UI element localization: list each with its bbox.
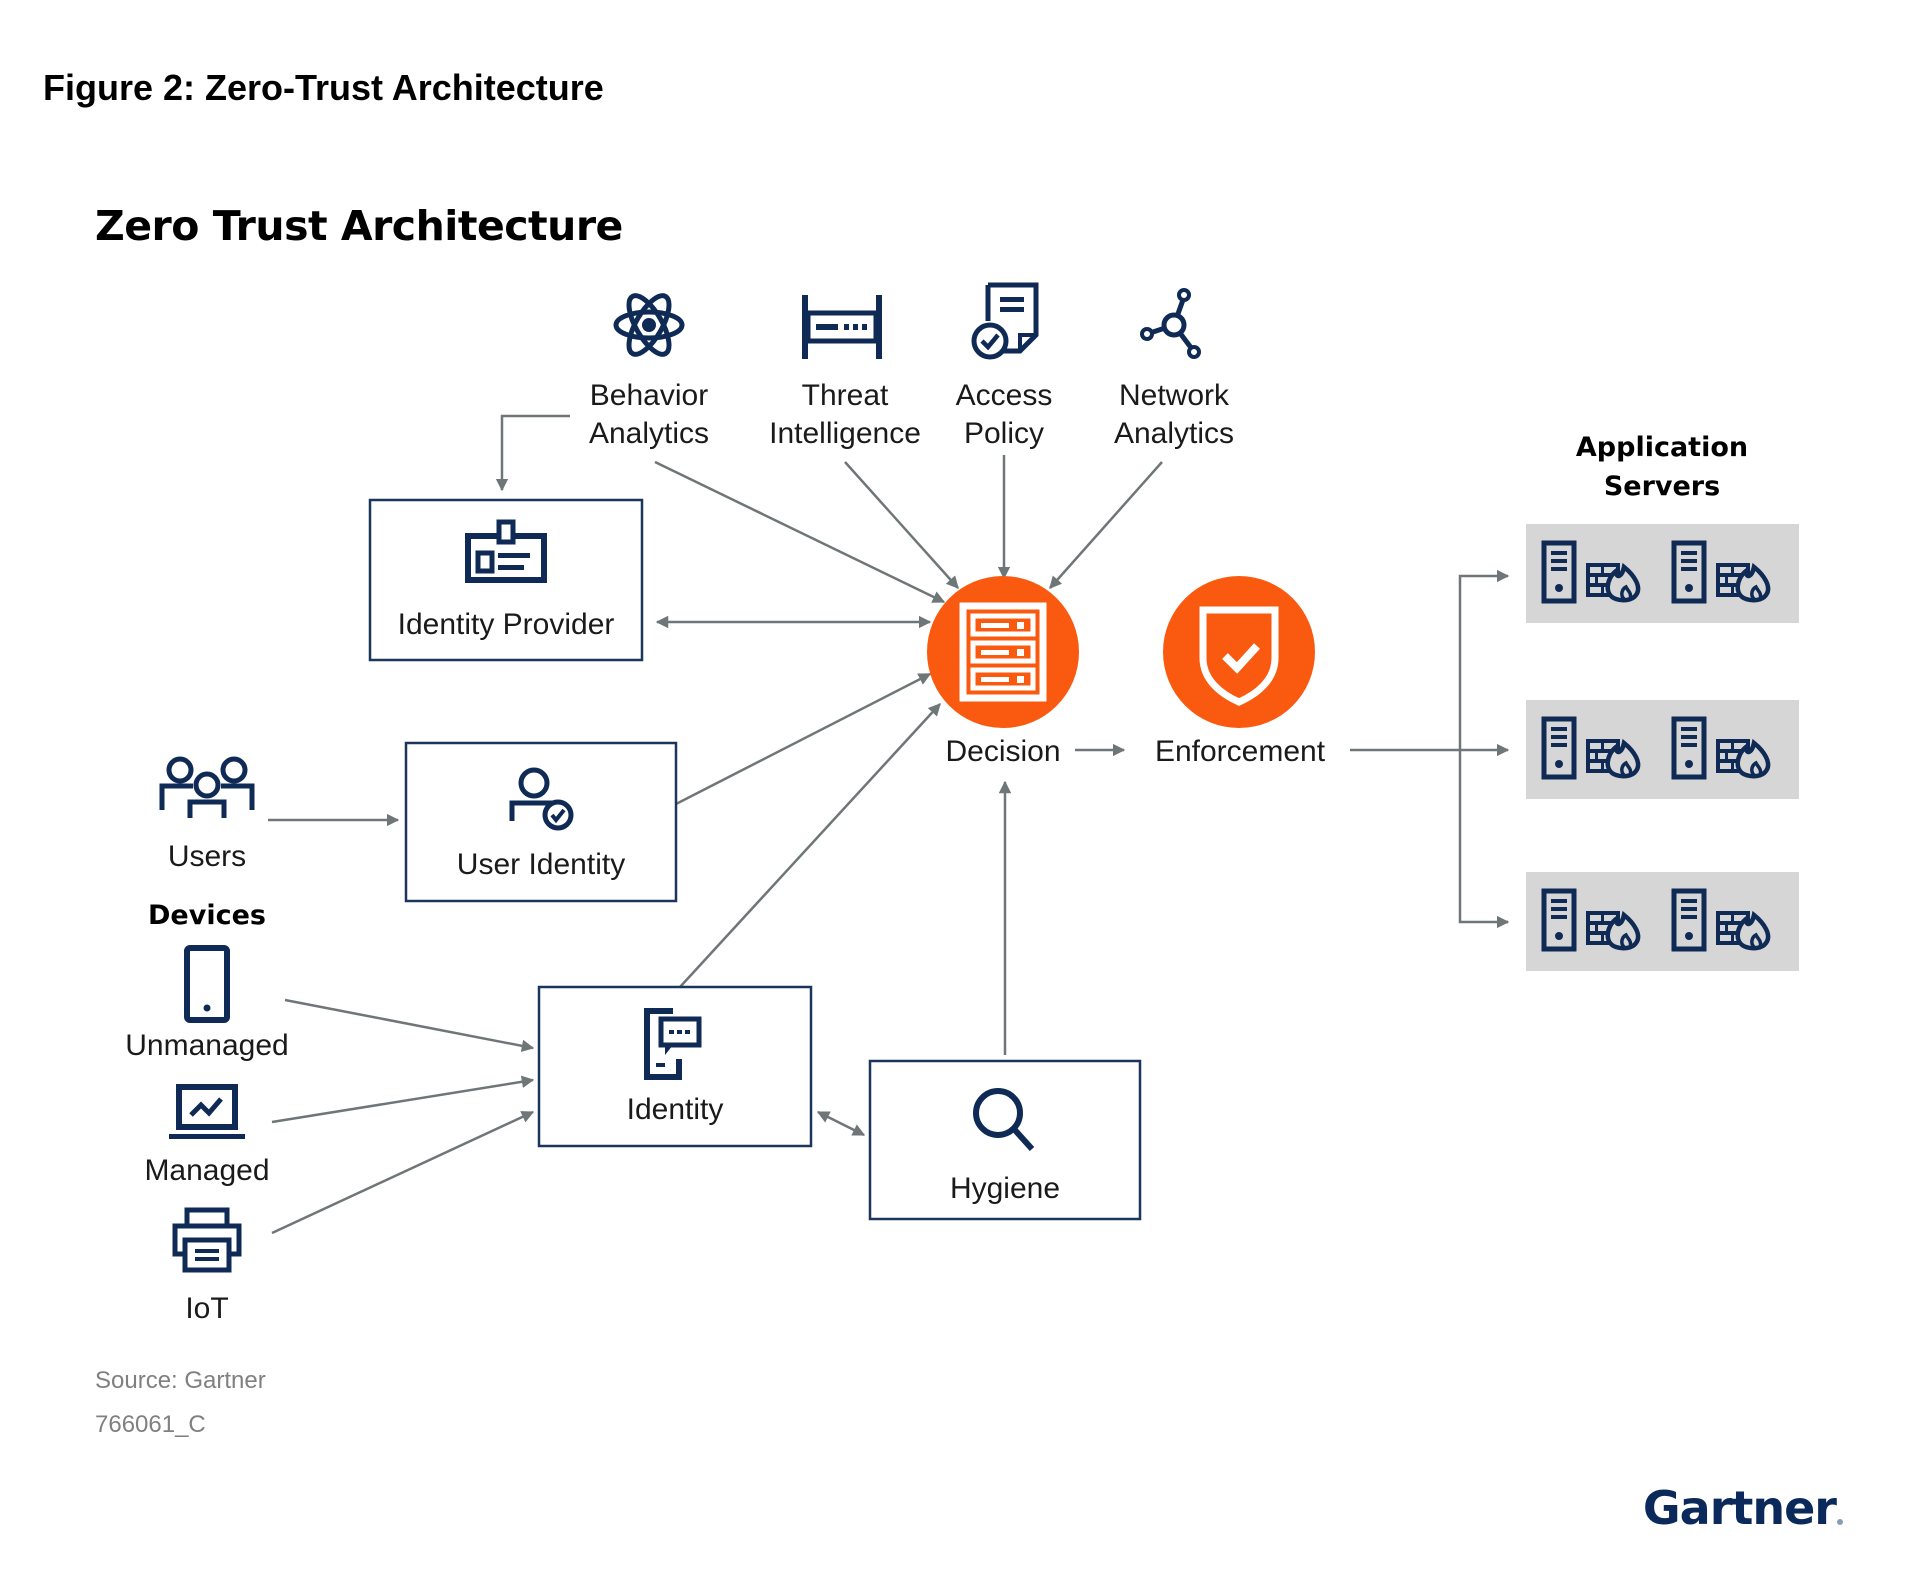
printer-icon <box>172 1207 242 1273</box>
application-servers-heading-1: Application <box>1576 432 1748 463</box>
diagram-title: Zero Trust Architecture <box>95 202 623 250</box>
device-identity-label: Identity <box>627 1093 724 1126</box>
users-group-icon <box>159 756 255 818</box>
users-label: Users <box>168 840 246 873</box>
input-threat-intelligence: Threat Intelligence <box>769 295 921 450</box>
connector-identity-to-decision <box>679 703 941 988</box>
gartner-logo-text: Gartner <box>1643 1481 1837 1535</box>
hygiene-label: Hygiene <box>950 1172 1060 1205</box>
connector-unmanaged-to-identity <box>284 998 535 1052</box>
label-line-1: Threat <box>802 379 889 412</box>
label-line-2: Policy <box>964 417 1044 450</box>
device-managed: Managed <box>144 1084 270 1187</box>
label-line-2: Analytics <box>589 417 709 450</box>
laptop-chart-icon <box>169 1084 245 1139</box>
identity-provider-label: Identity Provider <box>398 608 615 641</box>
figure-code: 766061_C <box>95 1411 206 1438</box>
user-check-icon <box>509 767 574 831</box>
figure-caption: Figure 2: Zero-Trust Architecture <box>43 67 604 108</box>
connector-iot-to-identity <box>271 1110 535 1235</box>
unmanaged-label: Unmanaged <box>125 1029 288 1062</box>
source-note: Source: Gartner <box>95 1367 266 1394</box>
enforcement-node: Enforcement <box>1155 576 1326 768</box>
hygiene-box: Hygiene <box>868 1059 1142 1221</box>
label-line-2: Analytics <box>1114 417 1234 450</box>
enforcement-label: Enforcement <box>1155 735 1326 768</box>
application-servers: Application Servers <box>1526 432 1799 971</box>
label-line-1: Access <box>956 379 1053 412</box>
server-row-2 <box>1526 700 1799 799</box>
iot-label: IoT <box>185 1292 228 1325</box>
user-identity-label: User Identity <box>457 848 625 881</box>
devices-group: Devices Unmanaged Managed <box>125 900 288 1325</box>
decision-label: Decision <box>945 735 1060 768</box>
connector-server-bus <box>1458 574 1508 924</box>
connectors <box>268 414 1510 1235</box>
connector-threat-to-decision <box>844 461 959 589</box>
id-badge-icon <box>465 519 547 583</box>
device-unmanaged: Unmanaged <box>125 945 289 1062</box>
server-row-1 <box>1526 524 1799 623</box>
device-iot: IoT <box>172 1207 242 1325</box>
device-identity-box: Identity <box>537 985 813 1148</box>
mobile-phone-icon <box>184 945 230 1023</box>
decision-node: Decision <box>927 576 1079 768</box>
devices-heading: Devices <box>148 900 266 931</box>
magnifier-icon <box>973 1088 1035 1152</box>
managed-label: Managed <box>144 1154 269 1187</box>
server-row-3 <box>1526 872 1799 971</box>
shield-check-icon <box>1199 606 1279 706</box>
mobile-chat-icon <box>644 1008 702 1080</box>
identity-provider-box: Identity Provider <box>368 498 644 662</box>
connector-network-to-decision <box>1049 461 1163 589</box>
input-behavior-analytics: Behavior Analytics <box>589 293 709 450</box>
input-network-analytics: Network Analytics <box>1114 288 1234 450</box>
policy-document-check-icon <box>971 282 1039 360</box>
rack-server-icon <box>802 295 882 359</box>
gartner-logo: Gartner <box>1643 1481 1843 1535</box>
label-line-2: Intelligence <box>769 417 921 450</box>
atom-icon <box>613 293 685 357</box>
label-line-1: Network <box>1119 379 1230 412</box>
label-line-1: Behavior <box>590 379 708 412</box>
network-nodes-icon <box>1140 288 1201 359</box>
user-identity-box: User Identity <box>404 741 678 903</box>
registered-mark-icon <box>1837 1519 1843 1525</box>
connector-behavior-to-idp <box>495 414 570 492</box>
connector-managed-to-identity <box>271 1075 535 1124</box>
application-servers-heading-2: Servers <box>1604 471 1720 502</box>
connector-user-identity-to-decision <box>675 672 932 806</box>
input-access-policy: Access Policy <box>956 282 1053 450</box>
server-stack-icon <box>959 602 1047 702</box>
connector-behavior-to-decision <box>654 460 946 604</box>
connector-identity-hygiene <box>816 1110 866 1137</box>
users-node: Users <box>159 756 255 873</box>
